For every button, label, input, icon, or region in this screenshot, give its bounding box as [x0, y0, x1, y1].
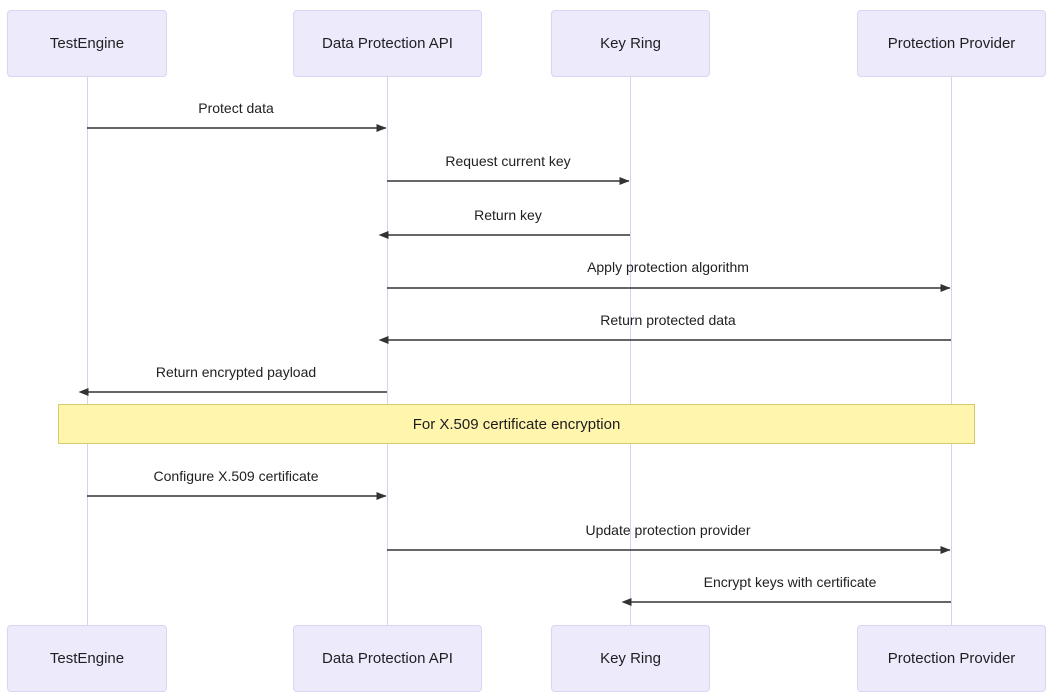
participant-header-keyring[interactable]: Key Ring: [551, 10, 710, 77]
message-label-3: Apply protection algorithm: [587, 259, 749, 275]
participant-label: TestEngine: [49, 35, 125, 52]
message-label-6: Configure X.509 certificate: [153, 468, 319, 484]
participant-footer-dataprotectionapi[interactable]: Data Protection API: [293, 625, 482, 692]
participant-label: Protection Provider: [887, 35, 1016, 52]
message-label-0: Protect data: [198, 100, 274, 116]
note-band-note-x509: For X.509 certificate encryption: [58, 404, 975, 444]
participant-label: Protection Provider: [887, 650, 1016, 667]
participant-footer-keyring[interactable]: Key Ring: [551, 625, 710, 692]
message-label-1: Request current key: [445, 153, 571, 169]
message-label-4: Return protected data: [600, 312, 736, 328]
lifeline-testengine: [87, 77, 88, 625]
participant-label: Data Protection API: [322, 35, 453, 52]
lifeline-keyring: [630, 77, 631, 625]
participant-header-dataprotectionapi[interactable]: Data Protection API: [293, 10, 482, 77]
participant-footer-protectionprovider[interactable]: Protection Provider: [857, 625, 1046, 692]
participant-label: Key Ring: [600, 35, 661, 52]
participant-header-testengine[interactable]: TestEngine: [7, 10, 167, 77]
participant-label: TestEngine: [49, 650, 125, 667]
message-label-8: Encrypt keys with certificate: [703, 574, 877, 590]
participant-footer-testengine[interactable]: TestEngine: [7, 625, 167, 692]
lifeline-dataprotectionapi: [387, 77, 388, 625]
participant-label: Key Ring: [600, 650, 661, 667]
note-label: For X.509 certificate encryption: [412, 415, 621, 433]
message-label-7: Update protection provider: [585, 522, 751, 538]
message-label-5: Return encrypted payload: [155, 364, 317, 380]
message-label-2: Return key: [474, 207, 542, 223]
participant-header-protectionprovider[interactable]: Protection Provider: [857, 10, 1046, 77]
participant-label: Data Protection API: [322, 650, 453, 667]
lifeline-protectionprovider: [951, 77, 952, 625]
